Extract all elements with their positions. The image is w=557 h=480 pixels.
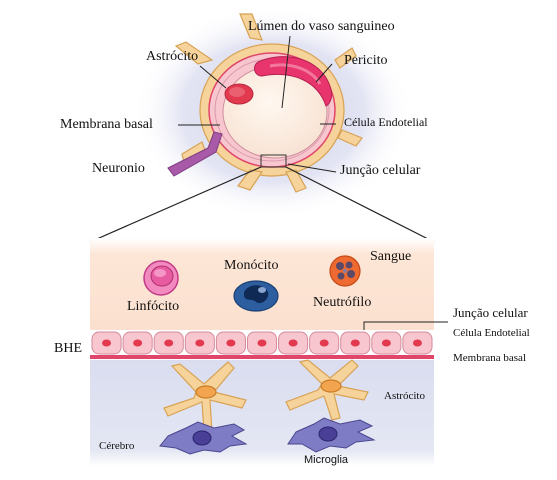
astrocyte-top-label: Astrócito xyxy=(146,49,199,64)
brain-label: Cérebro xyxy=(99,440,135,452)
junction-bottom-label: Junção celular xyxy=(453,305,528,320)
microglia-cell-right xyxy=(287,417,376,453)
astrocyte-cell-right xyxy=(285,359,369,421)
lymphocyte-cell xyxy=(143,260,179,296)
endothelial-cell-nucleus xyxy=(257,339,267,347)
junction-top-label: Junção celular xyxy=(340,163,421,178)
neuron-label: Neuronio xyxy=(92,161,145,176)
microglia-label: Microglia xyxy=(304,454,349,466)
zoom-line-left xyxy=(89,166,262,243)
brain-region xyxy=(90,360,434,466)
neutrophil-cell xyxy=(329,255,361,287)
endothelial-bottom-label: Célula Endotelial xyxy=(453,327,530,339)
monocyte-label: Monócito xyxy=(224,258,279,273)
blood-label: Sangue xyxy=(370,249,412,264)
endothelial-cell-nucleus xyxy=(133,339,143,347)
endothelial-cell-nucleus xyxy=(412,339,422,347)
endothelial-top-label: Célula Endotelial xyxy=(344,115,428,129)
basal-membrane-bottom-label: Membrana basal xyxy=(453,352,526,364)
pericyte-cell xyxy=(254,56,333,107)
basal-membrane-line xyxy=(90,355,434,359)
junction-highlight-box xyxy=(260,154,287,168)
endothelial-cell-nucleus xyxy=(226,339,236,347)
endothelial-cell-nucleus xyxy=(164,339,174,347)
neutrophil-label: Neutrófilo xyxy=(313,295,372,310)
pericyte-label: Pericito xyxy=(344,53,388,68)
astrocyte-bottom-label: Astrócito xyxy=(384,390,425,402)
zoom-line-right xyxy=(285,166,435,243)
astrocyte-cell-left xyxy=(163,361,247,433)
endothelial-cell-nucleus xyxy=(195,339,205,347)
lumen-label: Lúmen do vaso sanguineo xyxy=(248,19,395,34)
endothelial-cell-nucleus xyxy=(319,339,329,347)
neuron-process xyxy=(167,131,223,177)
endothelial-cell-nucleus xyxy=(381,339,391,347)
monocyte-cell xyxy=(233,280,279,312)
endothelial-cell-nucleus xyxy=(102,339,112,347)
lymphocyte-label: Linfócito xyxy=(127,299,180,314)
bbb-label: BHE xyxy=(54,341,82,356)
basal-membrane-top-label: Membrana basal xyxy=(60,117,153,132)
junction-marker xyxy=(363,321,448,330)
top-leader-lines xyxy=(178,35,337,173)
endothelial-cell-nucleus xyxy=(350,339,360,347)
microglia-cell-left xyxy=(159,421,248,455)
endothelial-cell-row xyxy=(91,331,433,355)
vessel-cross-section xyxy=(133,4,413,220)
magnified-barrier xyxy=(90,238,448,466)
endothelial-cell-nucleus xyxy=(288,339,298,347)
